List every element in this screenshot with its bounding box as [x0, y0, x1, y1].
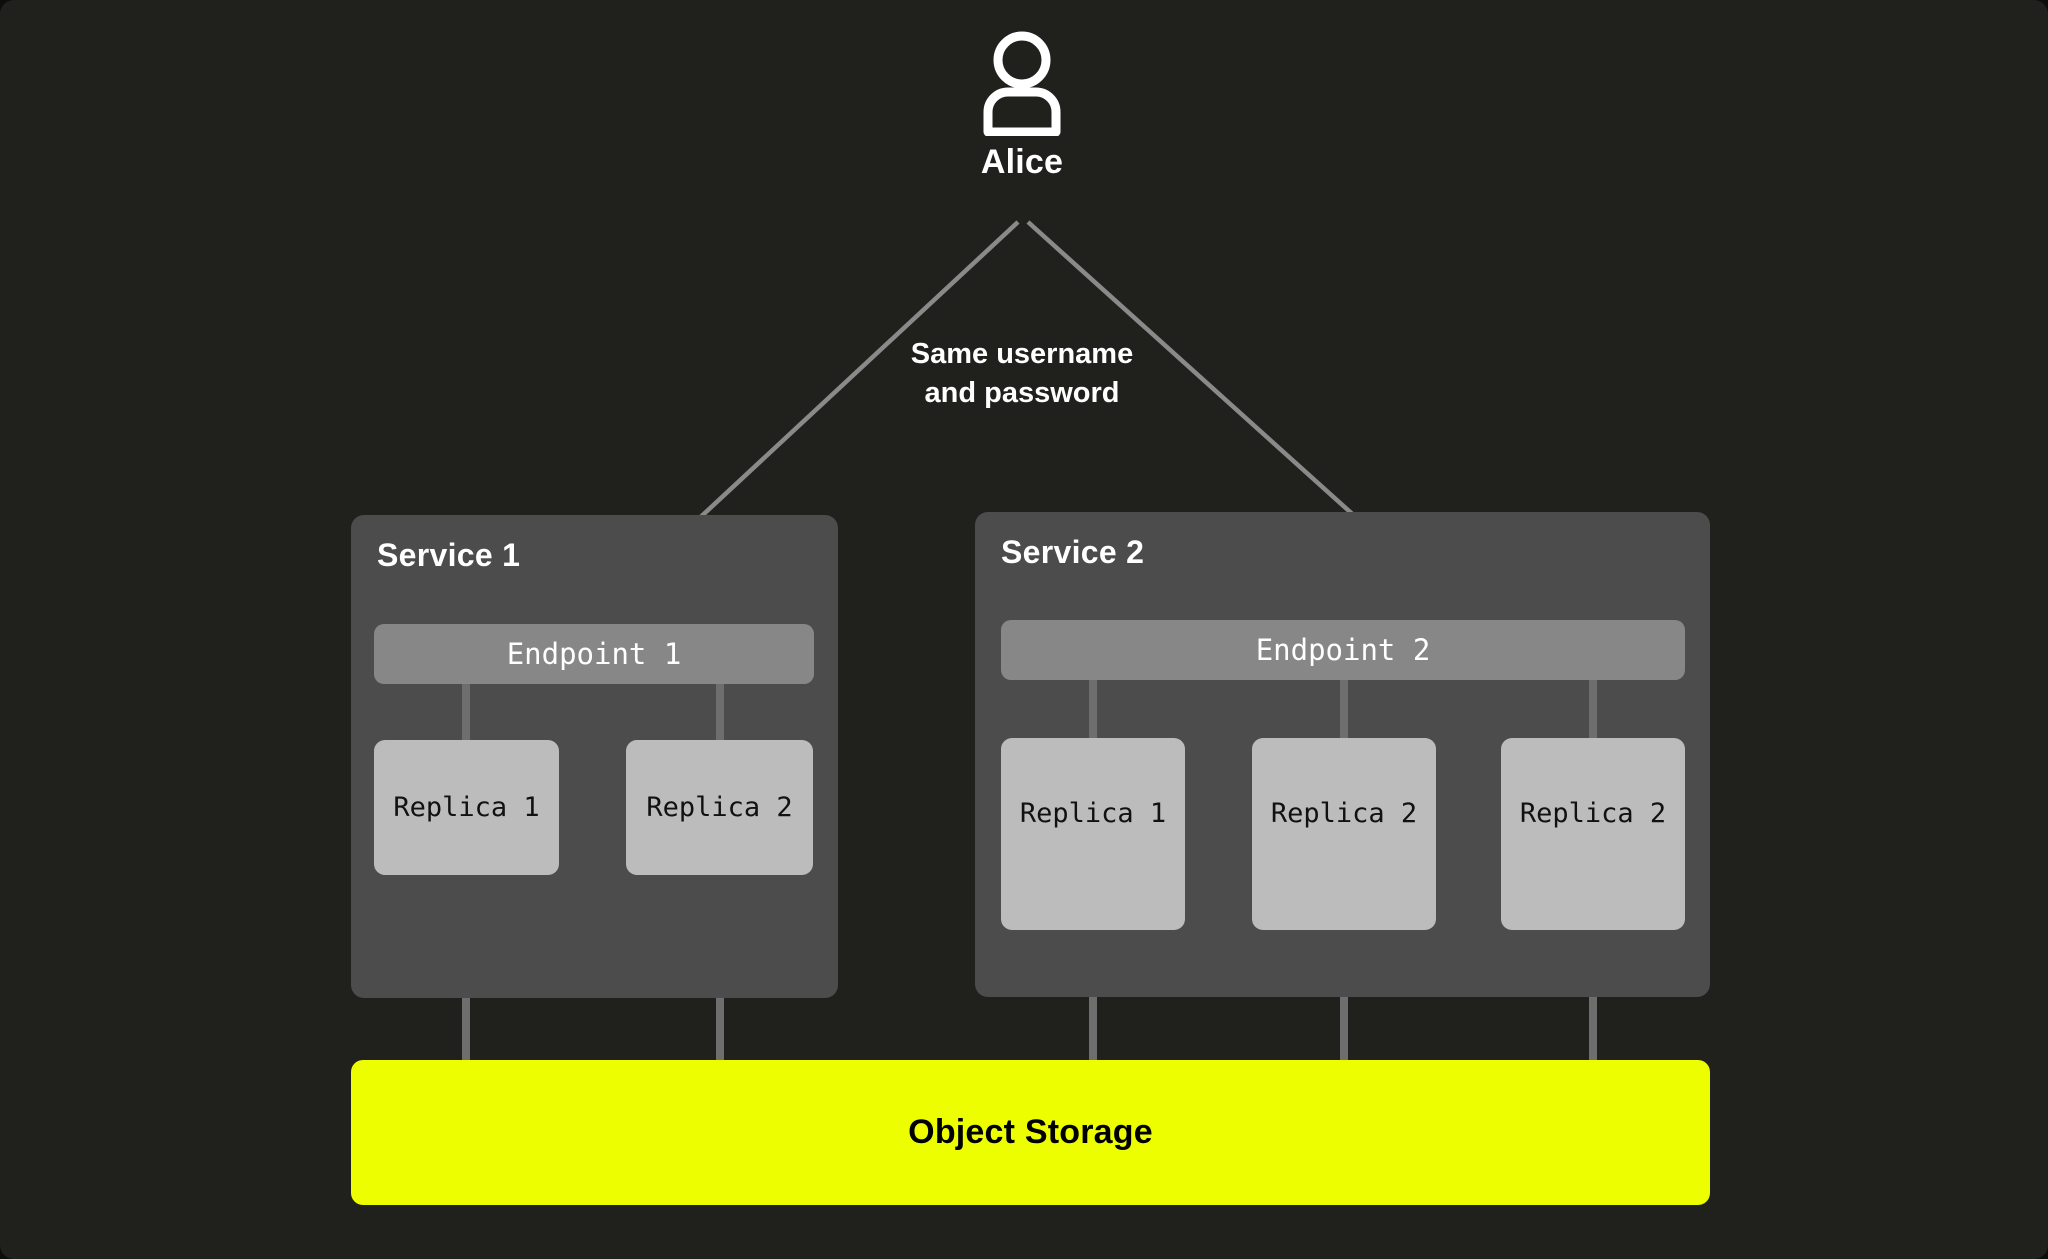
service-2-replica-1[interactable]: Replica 1 [1001, 738, 1185, 930]
actor-alice: Alice [922, 28, 1122, 181]
actor-label: Alice [980, 143, 1064, 181]
object-storage-label: Object Storage [908, 1113, 1153, 1151]
service-1-replica-2-label: Replica 2 [646, 792, 793, 823]
endpoint-1-bar[interactable]: Endpoint 1 [374, 624, 814, 684]
service-2-replica-2[interactable]: Replica 2 [1252, 738, 1436, 930]
service-2-internal-wires [1089, 672, 1597, 744]
service-1-replica-2[interactable]: Replica 2 [626, 740, 813, 875]
flow-caption-line-1: Same username [910, 338, 1134, 370]
service-2-replica-3[interactable]: Replica 2 [1501, 738, 1685, 930]
service-2-title: Service 2 [1001, 534, 1145, 570]
service-2-replica-2-label: Replica 2 [1270, 798, 1418, 829]
endpoint-1-label: Endpoint 1 [506, 637, 682, 671]
service-1-replica-1-label: Replica 1 [393, 792, 540, 823]
endpoint-2-label: Endpoint 2 [1255, 633, 1431, 667]
endpoint-2-bar[interactable]: Endpoint 2 [1001, 620, 1685, 680]
user-person-icon [983, 31, 1061, 136]
flow-caption-line-2: and password [924, 376, 1120, 409]
flow-caption: Same username and password [822, 335, 1222, 412]
service-1-replica-1[interactable]: Replica 1 [374, 740, 559, 875]
service-1-title: Service 1 [377, 537, 521, 573]
object-storage-bar[interactable]: Object Storage [351, 1060, 1710, 1205]
service-2-replica-1-label: Replica 1 [1019, 798, 1167, 829]
service-2-replica-3-label: Replica 2 [1519, 798, 1667, 829]
